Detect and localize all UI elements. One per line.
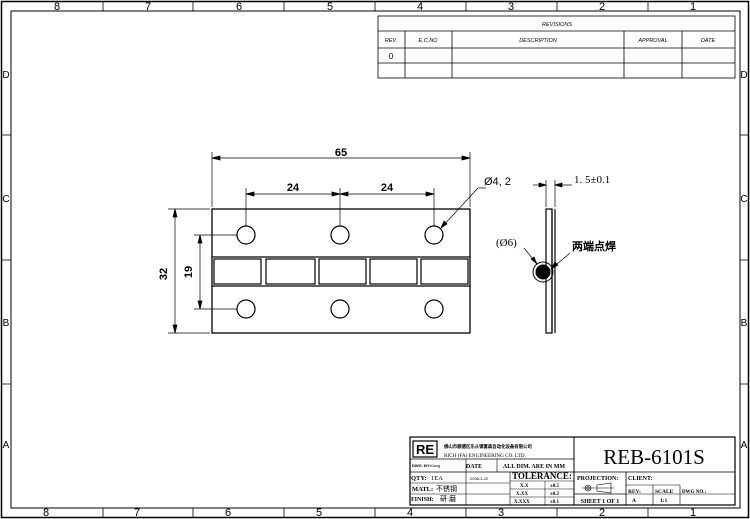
hole — [424, 225, 444, 245]
hole — [330, 225, 350, 245]
title-block: RE 佛山市顺德区乐从镇富森自动化设备有限公司 RICH (FA) ENGINE… — [409, 436, 736, 506]
qty-label: QTY: — [411, 475, 427, 482]
tolerance-xx-value: ±0.2 — [550, 492, 559, 497]
zone-col-label: 1 — [690, 507, 696, 519]
zone-row-label: B — [3, 318, 10, 329]
dim-height: 32 — [158, 268, 170, 280]
dim-hole-pitch-left: 24 — [287, 182, 300, 194]
company-logo — [412, 440, 438, 458]
pin-outline — [532, 261, 554, 283]
material-value: 不锈钢 — [436, 484, 457, 493]
dim-units-note: ALL DIM. ARE IN MM — [503, 464, 566, 470]
rev-label: REV: — [628, 489, 641, 495]
hinge-plate-outline — [211, 208, 471, 334]
zone-col-label: 2 — [599, 507, 605, 519]
ecno-header: E.C.NO — [419, 38, 439, 44]
tolerance-label: TOLERANCE: — [512, 471, 572, 481]
sheet-number: SHEET 1 OF 1 — [581, 499, 620, 505]
zone-col-label: 2 — [599, 1, 605, 13]
projection-symbol-icon — [582, 482, 614, 494]
scale-value: 1:1 — [660, 498, 668, 504]
hole — [236, 225, 256, 245]
zone-row-label: D — [2, 70, 9, 81]
rev-value: 0 — [389, 52, 394, 61]
hinge-side-view: 1. 5±0.1 (Ø6) 两端点焊 — [496, 174, 616, 334]
zone-row-label: C — [2, 194, 9, 205]
company-name-en: RICH (FA) ENGINEERING CO. LTD. — [444, 452, 526, 459]
tolerance-xxx: X.XXX — [514, 500, 530, 505]
zone-row-label: A — [741, 440, 748, 451]
zone-col-label: 6 — [236, 1, 242, 13]
inner-frame — [10, 10, 741, 509]
finish-label: FINISH: — [411, 497, 434, 503]
hinge-front-view: 65 24 24 Ø4, 2 32 — [158, 147, 511, 334]
date-value: 2008-4-22 — [470, 476, 489, 481]
dim-knuckle: 19 — [183, 266, 195, 278]
knuckle-strip — [212, 256, 470, 287]
revisions-table: REVISIONS REV. E.C.NO DESCRIPTION APPROV… — [377, 15, 736, 79]
zone-col-label: 5 — [316, 507, 322, 519]
zone-col-label: 8 — [43, 507, 49, 519]
projection-label: PROJECTION: — [577, 476, 618, 482]
dim-overall-length: 65 — [335, 147, 347, 159]
zone-row-label: D — [740, 70, 747, 81]
tolerance-x-value: ±0.5 — [550, 484, 559, 489]
note-spot-weld: 两端点焊 — [572, 239, 616, 253]
dim-thickness: 1. 5±0.1 — [574, 174, 610, 186]
rev-value-tb: A — [632, 498, 636, 504]
revisions-title: REVISIONS — [542, 22, 572, 28]
zone-col-label: 7 — [134, 507, 140, 519]
company-name-cn: 佛山市顺德区乐从镇富森自动化设备有限公司 — [443, 443, 532, 450]
zone-col-label: 4 — [417, 1, 423, 13]
zone-col-label: 6 — [225, 507, 231, 519]
description-header: DESCRIPTION — [519, 38, 557, 44]
hole — [330, 299, 350, 319]
hole — [236, 299, 256, 319]
dim-hole-diameter: Ø4, 2 — [484, 176, 511, 188]
qty-value: 1EA — [431, 475, 443, 482]
drawing-number-label: DWG NO.: — [682, 490, 707, 495]
drawn-by-label: DWG. BY: — [412, 463, 431, 468]
company-logo-text: RE — [416, 442, 434, 457]
material-label: MATL: — [412, 486, 433, 493]
pin-section — [535, 264, 551, 280]
scale-label: SCALE — [655, 489, 674, 495]
date-header: DATE — [701, 38, 716, 44]
zone-row-label: A — [3, 440, 10, 451]
hole — [424, 299, 444, 319]
dim-pin-diameter: (Ø6) — [496, 237, 517, 249]
mounting-holes — [236, 225, 444, 319]
tolerance-x: X.X — [520, 484, 529, 489]
zone-col-label: 3 — [498, 507, 504, 519]
client-label: CLIENT: — [628, 476, 653, 482]
approval-header: APPROVAL — [637, 38, 667, 44]
zone-row-label: B — [741, 318, 748, 329]
zone-row-label: C — [740, 194, 747, 205]
zone-col-label: 8 — [54, 1, 60, 13]
drawn-by-value: Xiang — [430, 463, 440, 468]
dim-hole-pitch-right: 24 — [381, 182, 394, 194]
tolerance-xx: X.XX — [516, 492, 528, 497]
zone-col-label: 1 — [690, 1, 696, 13]
part-number: REB-6101S — [603, 445, 705, 469]
zone-col-label: 7 — [145, 1, 151, 13]
zone-col-label: 4 — [407, 507, 413, 519]
date-label: DATE — [466, 464, 482, 470]
zone-col-label: 3 — [508, 1, 514, 13]
tolerance-xxx-value: ±0.1 — [550, 500, 559, 505]
rev-header: REV. — [385, 38, 398, 44]
zone-col-label: 5 — [327, 1, 333, 13]
finish-value: 研 磨 — [440, 494, 456, 503]
